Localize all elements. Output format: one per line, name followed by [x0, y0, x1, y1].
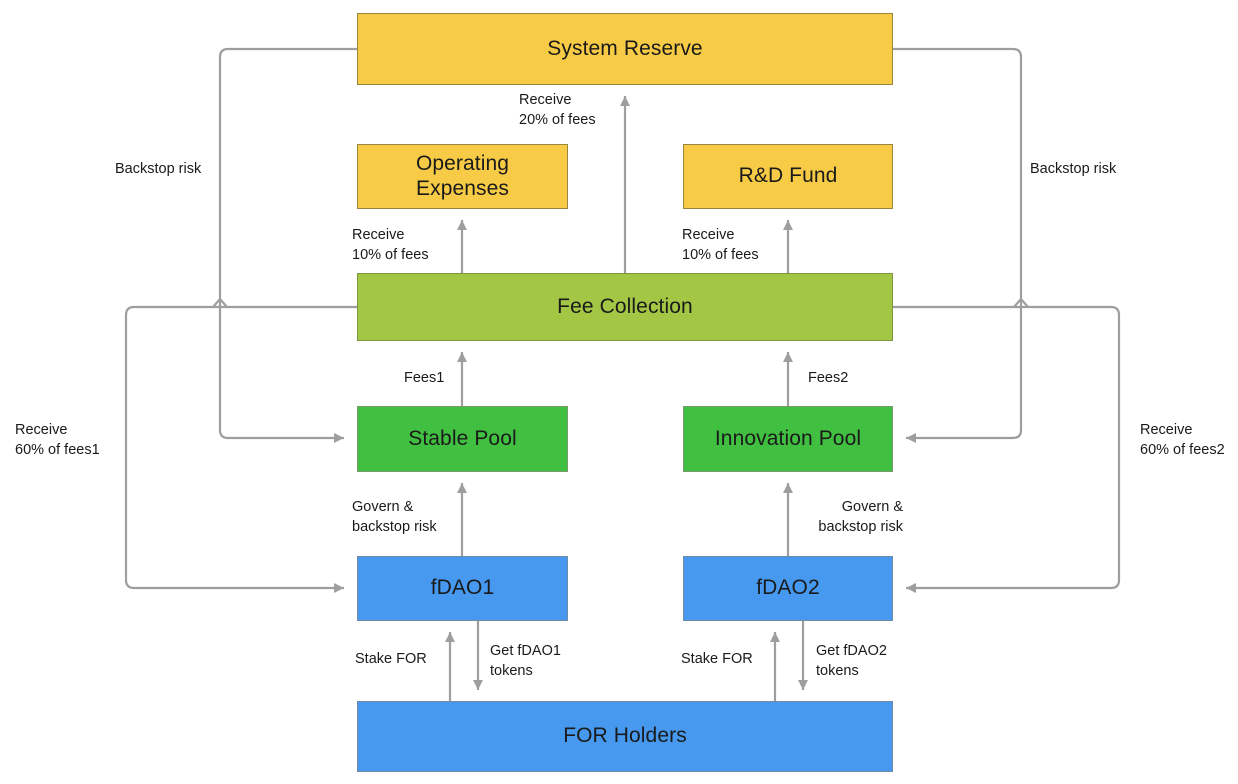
node-for-holders[interactable]: FOR Holders: [357, 701, 893, 772]
node-fdao1[interactable]: fDAO1: [357, 556, 568, 621]
node-operating-expenses-label: Operating Expenses: [415, 151, 510, 200]
node-rd-fund-label: R&D Fund: [738, 164, 838, 188]
edge-fee-to-fdao2-right: [893, 305, 1121, 593]
node-for-holders-label: FOR Holders: [563, 724, 687, 748]
edge-label-opex-share: Receive 10% of fees: [352, 227, 429, 263]
node-stable-pool[interactable]: Stable Pool: [357, 406, 568, 472]
node-fee-collection[interactable]: Fee Collection: [357, 273, 893, 341]
node-system-reserve-label: System Reserve: [547, 36, 703, 60]
node-fdao1-label: fDAO1: [430, 576, 495, 600]
edge-label-stake-for-2: Stake FOR: [681, 651, 753, 667]
edge-label-backstop-right: Backstop risk: [1030, 161, 1117, 177]
node-fdao2[interactable]: fDAO2: [683, 556, 893, 621]
edge-label-backstop-left: Backstop risk: [115, 161, 202, 177]
edge-reserve-to-stablepool-left: [218, 47, 357, 443]
node-innovation-pool[interactable]: Innovation Pool: [683, 406, 893, 472]
edge-label-get-fdao2-tokens: Get fDAO2 tokens: [816, 643, 887, 679]
edge-label-receive-fees1: Receive 60% of fees1: [15, 422, 100, 458]
edge-fee-to-fdao1-left: [124, 305, 357, 593]
edge-label-get-fdao1-tokens: Get fDAO1 tokens: [490, 643, 561, 679]
node-operating-expenses[interactable]: Operating Expenses: [357, 144, 568, 209]
edge-label-reserve-share: Receive 20% of fees: [519, 92, 596, 128]
edge-label-fees1: Fees1: [404, 370, 445, 386]
crossing-hop-right: [1013, 297, 1029, 308]
edge-label-fees2: Fees2: [808, 370, 849, 386]
edge-label-stake-for-1: Stake FOR: [355, 651, 427, 667]
edge-label-rd-share: Receive 10% of fees: [682, 227, 759, 263]
node-system-reserve[interactable]: System Reserve: [357, 13, 893, 85]
node-stable-pool-label: Stable Pool: [408, 426, 517, 450]
node-rd-fund[interactable]: R&D Fund: [683, 144, 893, 209]
edge-reserve-to-innovationpool-right: [893, 47, 1023, 443]
edge-label-govern-left: Govern & backstop risk: [352, 499, 437, 535]
node-innovation-pool-label: Innovation Pool: [714, 426, 862, 450]
node-fee-collection-label: Fee Collection: [557, 294, 693, 318]
crossing-hop-left: [212, 297, 228, 308]
edge-label-govern-right: Govern & backstop risk: [818, 499, 903, 535]
node-fdao2-label: fDAO2: [756, 576, 820, 600]
edge-label-receive-fees2: Receive 60% of fees2: [1140, 422, 1225, 458]
